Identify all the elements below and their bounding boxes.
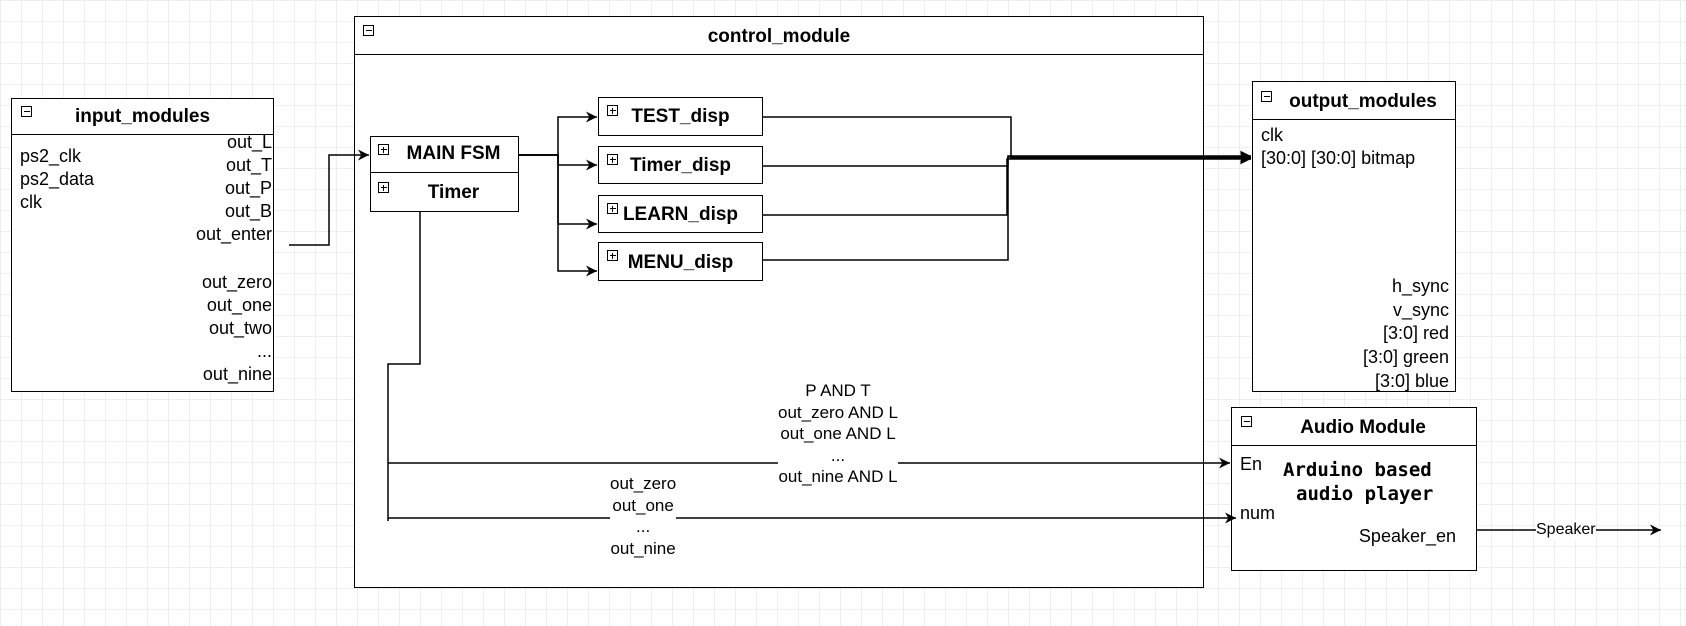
label-line: P AND T (805, 381, 871, 400)
audio-num-label: out_zero out_one ... out_nine (610, 473, 677, 559)
port-bitmap: [30:0] [30:0] bitmap (1261, 148, 1416, 168)
port-out-zero: out_zero (201, 272, 272, 292)
port-red: [3:0] red (1382, 323, 1449, 343)
wire-menu-to-bitmap (763, 151, 1251, 261)
port-en: En (1240, 454, 1263, 474)
timer-disp-block[interactable]: Timer_disp (598, 146, 763, 184)
port-v-sync: v_sync (1392, 300, 1449, 320)
main-fsm-block[interactable]: MAIN FSM Timer (370, 136, 519, 212)
main-fsm-header: MAIN FSM (371, 137, 518, 173)
port-clk: clk (20, 192, 42, 212)
port-out-l: out_L (226, 132, 272, 152)
output-modules-block[interactable]: output_modules clk [30:0] [30:0] bitmap … (1252, 81, 1456, 392)
input-modules-block[interactable]: input_modules ps2_clk ps2_data clk out_L… (11, 98, 274, 392)
menu-disp-block[interactable]: MENU_disp (598, 242, 763, 281)
port-clk: clk (1261, 125, 1283, 145)
expand-icon[interactable] (378, 144, 389, 155)
port-num: num (1240, 503, 1276, 523)
port-out-two: out_two (208, 318, 272, 338)
port-ellipsis: ... (256, 341, 272, 361)
label-line: out_nine (610, 538, 676, 558)
port-out-p: out_P (224, 178, 272, 198)
menu-disp-title: MENU_disp (627, 252, 734, 273)
port-blue: [3:0] blue (1374, 371, 1449, 391)
expand-icon[interactable] (607, 250, 618, 261)
test-disp-block[interactable]: TEST_disp (598, 97, 763, 136)
wire-fsm-to-menu (519, 154, 597, 277)
audio-body-line-2: audio player (1296, 483, 1434, 505)
timer-disp-title: Timer_disp (629, 155, 732, 176)
input-modules-header: input_modules (12, 99, 273, 135)
label-line: out_nine AND L (778, 467, 898, 486)
wire-timer-down (387, 212, 421, 521)
collapse-icon[interactable] (1261, 91, 1272, 102)
output-modules-title: output_modules (1289, 91, 1437, 112)
expand-icon[interactable] (607, 105, 618, 116)
port-out-enter: out_enter (195, 224, 272, 244)
audio-enable-condition-label: P AND T out_zero AND L out_one AND L ...… (778, 380, 899, 488)
expand-icon[interactable] (607, 203, 618, 214)
input-modules-title: input_modules (74, 106, 211, 127)
control-module-block[interactable]: control_module (354, 16, 1204, 588)
wire-test-to-bitmap (763, 116, 1251, 164)
port-green: [3:0] green (1362, 347, 1449, 367)
speaker-label: Speaker (1536, 519, 1596, 541)
audio-module-header: Audio Module (1232, 408, 1476, 446)
test-disp-title: TEST_disp (631, 106, 730, 127)
collapse-icon[interactable] (21, 106, 32, 117)
collapse-icon[interactable] (1241, 416, 1252, 427)
audio-module-block[interactable]: Audio Module En num Arduino based audio … (1231, 407, 1477, 571)
port-out-one: out_one (206, 295, 272, 315)
port-out-t: out_T (225, 155, 272, 175)
wire-fsm-to-test (519, 111, 597, 156)
label-line: out_one (612, 495, 674, 515)
learn-disp-block[interactable]: LEARN_disp (598, 195, 763, 233)
wire-enter-to-fsm (289, 149, 369, 246)
port-out-nine: out_nine (202, 364, 272, 384)
output-modules-header: output_modules (1253, 82, 1455, 120)
port-speaker-en: Speaker_en (1358, 526, 1456, 546)
label-line: ... (830, 445, 846, 465)
label-line: out_one AND L (780, 424, 896, 443)
audio-body-line-1: Arduino based (1283, 459, 1432, 481)
control-module-header: control_module (355, 17, 1203, 55)
learn-disp-title: LEARN_disp (622, 204, 739, 225)
port-h-sync: h_sync (1391, 276, 1449, 296)
main-fsm-title: MAIN FSM (406, 143, 501, 164)
timer-title: Timer (427, 182, 480, 203)
label-line: out_zero AND L (778, 402, 899, 422)
port-out-b: out_B (224, 201, 272, 221)
collapse-icon[interactable] (363, 25, 374, 36)
expand-icon[interactable] (607, 154, 618, 165)
expand-icon[interactable] (378, 182, 389, 193)
label-line: ... (636, 517, 651, 536)
port-ps2-data: ps2_data (20, 169, 95, 189)
label-line: out_zero (610, 474, 677, 493)
port-ps2-clk: ps2_clk (20, 146, 82, 166)
audio-module-title: Audio Module (1300, 417, 1426, 438)
wire-learn-to-bitmap (763, 153, 1251, 216)
control-module-title: control_module (707, 26, 851, 47)
